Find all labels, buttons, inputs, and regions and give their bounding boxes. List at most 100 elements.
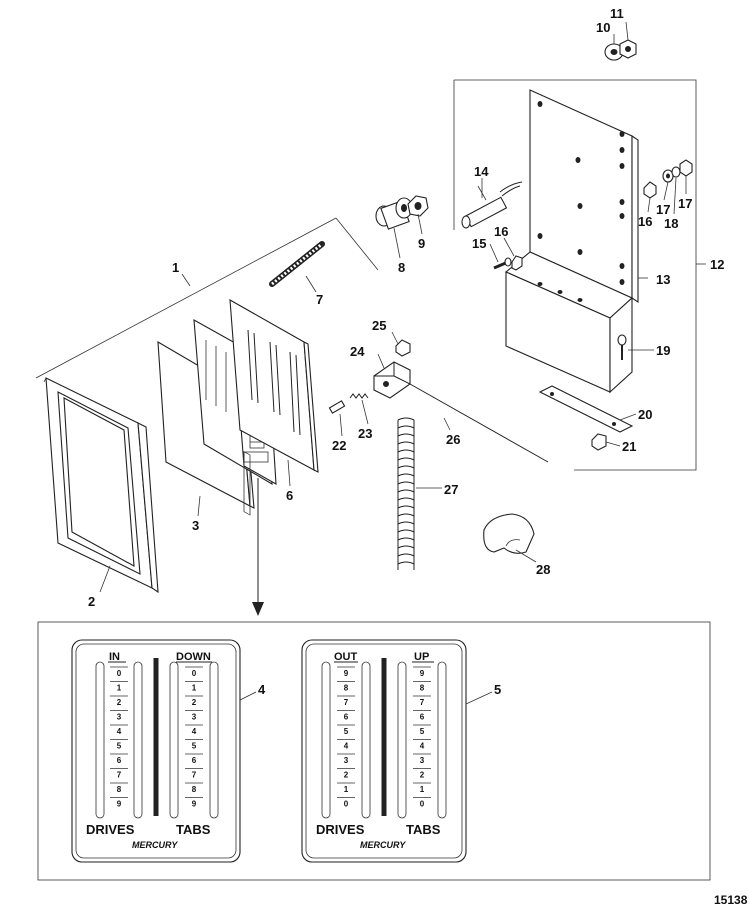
decal-5-right-footer: TABS [406,822,441,837]
decal_5-right-digit: 1 [420,785,425,794]
decal_4-right-digit: 8 [192,785,197,794]
callout-26: 26 [446,432,460,447]
part-17-nut-b [679,159,693,177]
callout-28: 28 [536,562,550,577]
decal_5-left-digit: 1 [344,785,349,794]
decal-4-digits-left: 0 1 2 3 4 5 6 7 8 9 [110,666,128,809]
callout-23: 23 [358,426,372,441]
part-25-nut [395,339,411,357]
part-27-spring [397,417,415,570]
decal-4-left-header: IN [109,651,120,663]
part-8-spacer [375,197,413,230]
callout-8: 8 [398,260,405,275]
part-9-nut [407,195,429,217]
part-12-bracket-group-box [453,79,706,471]
decal_5-right-digit: 2 [420,771,425,780]
decal_5-right-digit: 0 [420,800,425,809]
decal-4-right-header: DOWN [176,651,211,663]
callout-14: 14 [474,164,489,179]
decal-5-right-header: UP [414,651,429,663]
part-2-bezel-frame [43,377,159,594]
decal_4-left-digit: 1 [117,684,122,693]
decal_4-right-digit: 7 [192,771,197,780]
decal-4-in-down: IN DOWN 0 1 2 3 4 5 6 7 8 9 0 1 2 3 4 5 6 7 8 9 DRIVES TAB… [71,639,241,863]
callout-15: 15 [472,236,486,251]
decal_4-left-digit: 3 [117,713,122,722]
decal_5-right-digit: 8 [420,684,425,693]
callout-25: 25 [372,318,386,333]
decal_4-left-digit: 4 [117,727,122,736]
part-20-strap [538,385,634,433]
decal-arrow [252,478,264,616]
decal_5-right-digit: 7 [420,698,425,707]
part-13-mounting-bracket [504,89,639,394]
bracket-holes [537,101,625,302]
part-14-sensor [461,181,523,229]
decal_4-left-digit: 2 [117,698,122,707]
decal_4-left-digit: 7 [117,771,122,780]
part-6-back-plate [229,299,319,516]
decal_5-right-digit: 6 [420,713,425,722]
part-15-screw [493,257,512,270]
decal_4-right-digit: 9 [192,800,197,809]
part-21-nut [591,433,607,451]
callout-21: 21 [622,439,636,454]
assembly-leader-lines [35,217,379,379]
callout-19: 19 [656,343,670,358]
decal_5-right-digit: 4 [420,742,425,751]
decal_5-left-digit: 5 [344,727,349,736]
decal_5-left-digit: 6 [344,713,349,722]
part-7-threaded-rod [269,241,325,287]
figure-number: 15138 [714,893,748,907]
callout-3: 3 [192,518,199,533]
decal-5-logo: MERCURY [360,840,406,850]
part-22-pin [328,400,346,414]
callout-18: 18 [664,216,678,231]
decal_5-right-digit: 3 [420,756,425,765]
part-18-lockwasher [671,166,681,178]
decal_4-right-digit: 5 [192,742,197,751]
callout-16b: 16 [638,214,652,229]
callout-1: 1 [172,260,179,275]
decal_4-right-digit: 6 [192,756,197,765]
callout-9: 9 [418,236,425,251]
callout-leaders [99,21,687,705]
part-28-boot [483,513,535,554]
callout-10: 10 [596,20,610,35]
decal_4-left-digit: 0 [117,669,122,678]
callout-24: 24 [350,344,365,359]
callout-17a: 17 [656,202,670,217]
decal_4-left-digit: 5 [117,742,122,751]
decal-4-right-footer: TABS [176,822,211,837]
decal_4-left-digit: 8 [117,785,122,794]
callout-numbers: 1 2 3 4 5 6 7 8 9 10 11 12 13 14 15 16 1… [88,6,724,697]
callout-12: 12 [710,257,724,272]
callout-5: 5 [494,682,501,697]
decal_5-left-digit: 3 [344,756,349,765]
decal-4-left-footer: DRIVES [86,822,135,837]
part-26-rod [409,383,549,463]
decals-box [37,621,711,881]
callout-7: 7 [316,292,323,307]
callout-27: 27 [444,482,458,497]
decal_4-left-digit: 6 [117,756,122,765]
decal_5-right-digit: 5 [420,727,425,736]
part-11-nut [619,39,637,59]
part-24-block [373,361,411,399]
decal_5-left-digit: 4 [344,742,349,751]
part-16-nut-left [511,255,523,271]
callout-13: 13 [656,272,670,287]
decal-5-left-footer: DRIVES [316,822,365,837]
decal_5-left-digit: 0 [344,800,349,809]
callout-4: 4 [258,682,266,697]
decal-5-left-header: OUT [334,651,358,663]
part-19-screw [617,334,627,360]
decal_4-right-digit: 4 [192,727,197,736]
decal-4-logo: MERCURY [132,840,178,850]
callout-20: 20 [638,407,652,422]
decal_4-left-digit: 9 [117,800,122,809]
part-16-nut-right [643,181,657,199]
